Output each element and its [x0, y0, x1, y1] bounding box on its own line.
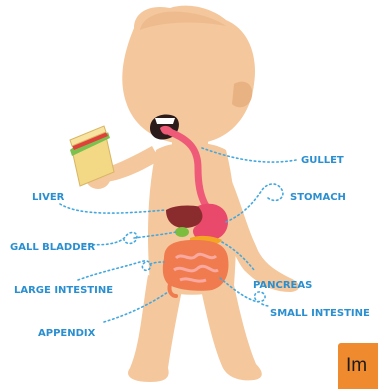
label-liver: LIVER [32, 192, 65, 203]
organs [163, 204, 229, 296]
large-intestine [163, 240, 229, 291]
label-gullet: GULLET [301, 155, 344, 166]
label-gall-bladder: GALL BLADDER [10, 242, 95, 253]
label-small-intestine: SMALL INTESTINE [270, 308, 370, 319]
label-pancreas: PANCREAS [253, 280, 312, 291]
corner-button[interactable]: Im [338, 343, 378, 389]
label-stomach: STOMACH [290, 192, 346, 203]
corner-button-text: Im [346, 355, 367, 376]
gall-bladder [175, 227, 189, 237]
child-body [85, 6, 299, 382]
label-appendix: APPENDIX [38, 328, 96, 339]
teeth [155, 118, 175, 124]
label-large-intestine: LARGE INTESTINE [14, 285, 113, 296]
